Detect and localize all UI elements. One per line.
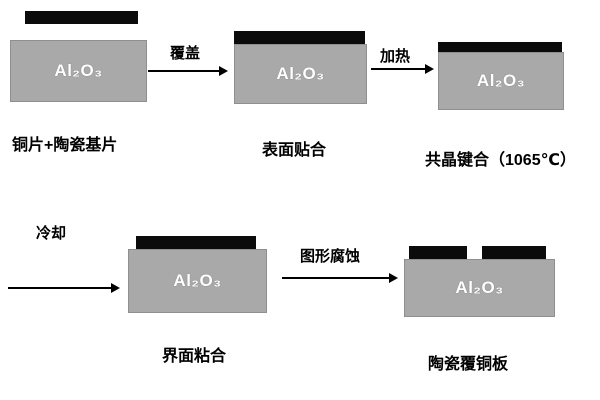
arrow-cover-label: 覆盖 (170, 45, 201, 62)
arrow-line (371, 68, 429, 70)
ceramic-block-step1: Al₂O₃ (10, 40, 147, 102)
copper-sheet-step3 (438, 42, 562, 52)
arrow-line (282, 277, 393, 279)
arrow-etch (282, 273, 398, 283)
copper-sheet-step2 (234, 31, 365, 44)
arrow-line (148, 70, 223, 72)
step3-caption: 共晶键合（1065℃） (425, 152, 576, 169)
ceramic-block-step3: Al₂O₃ (438, 52, 564, 110)
arrow-head-icon (111, 283, 120, 293)
ceramic-block-step5: Al₂O₃ (404, 259, 555, 317)
step4-caption: 界面粘合 (162, 348, 227, 365)
ceramic-block-step2: Al₂O₃ (234, 44, 367, 104)
arrow-etch-label: 图形腐蚀 (300, 248, 361, 265)
copper-pad-left-step5 (409, 246, 467, 259)
step2-caption: 表面贴合 (262, 142, 327, 159)
arrow-heat-label: 加热 (380, 48, 411, 65)
arrow-heat (371, 64, 434, 74)
arrow-cool-label: 冷却 (36, 225, 67, 242)
arrow-head-icon (389, 273, 398, 283)
arrow-cool (8, 283, 120, 293)
ceramic-block-step4: Al₂O₃ (128, 249, 267, 313)
al2o3-label: Al₂O₃ (173, 271, 222, 290)
arrow-cover (148, 66, 228, 76)
copper-sheet-step1 (25, 11, 138, 24)
copper-sheet-step4 (136, 236, 256, 249)
arrow-line (8, 287, 115, 289)
arrow-head-icon (219, 66, 228, 76)
al2o3-label: Al₂O₃ (476, 71, 526, 90)
al2o3-label: Al₂O₃ (455, 278, 504, 297)
arrow-head-icon (425, 64, 434, 74)
step1-caption: 铜片+陶瓷基片 (12, 137, 118, 154)
al2o3-label: Al₂O₃ (276, 64, 325, 83)
al2o3-label: Al₂O₃ (54, 61, 103, 80)
step5-caption: 陶瓷覆铜板 (428, 356, 509, 373)
copper-pad-right-step5 (482, 246, 546, 259)
